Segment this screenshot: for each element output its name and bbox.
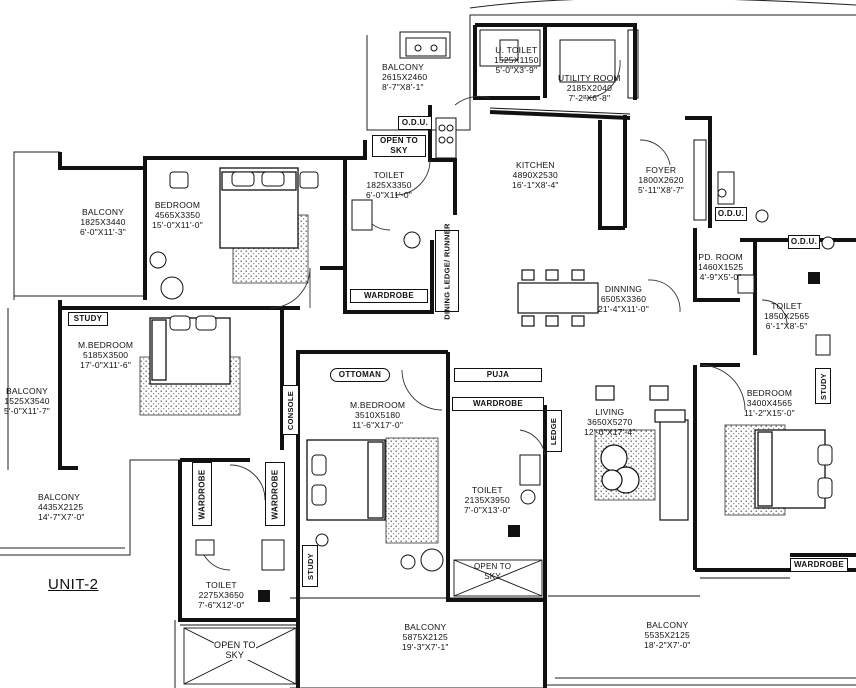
console-tag: CONSOLE bbox=[282, 385, 299, 435]
open-to-sky-top-tag: OPEN TO SKY bbox=[372, 135, 426, 157]
living-label: LIVING 3650X5270 12'-0"X17'-4" bbox=[584, 407, 636, 437]
toilet-bottom-left-label: TOILET 2275X3650 7'-6"X12'-0" bbox=[198, 580, 245, 610]
window-lines bbox=[59, 107, 790, 626]
m-bedroom-left-label: M.BEDROOM 5185X3500 17'-0"X11'-6" bbox=[78, 340, 134, 370]
open-to-sky-bottom-tag: OPEN TO SKY bbox=[214, 640, 256, 660]
wardrobe-bedroom1-tag: WARDROBE bbox=[350, 289, 428, 303]
wardrobe-vertical-1-tag: WARDROBE bbox=[192, 462, 212, 526]
counters bbox=[399, 29, 735, 221]
living-furniture bbox=[595, 385, 689, 521]
toilet-center-label: TOILET 2135X3950 7'-0"X13'-0" bbox=[464, 485, 511, 515]
unit-title: UNIT-2 bbox=[48, 576, 99, 593]
odu-right-tag-1: O.D.U. bbox=[715, 207, 747, 221]
bedroom-1-label: BEDROOM 4565X3350 15'-0"X11'-0" bbox=[152, 200, 203, 230]
dining-ledge-tag: DINING LEDGE/ RUNNER bbox=[435, 223, 459, 319]
balcony-bottom-right-label: BALCONY 5535X2125 18'-2"X7'-0" bbox=[644, 620, 691, 650]
open-to-sky-top-line1: OPEN TO bbox=[380, 136, 418, 145]
u-toilet-label: U. TOILET 1525X1150 5'-0"X3'-9" bbox=[494, 45, 539, 75]
open-to-sky-center-tag: OPEN TO SKY bbox=[474, 562, 512, 581]
dining-table bbox=[517, 269, 599, 327]
bedroom-right-label: BEDROOM 3400X4565 11'-2"X15'-0" bbox=[744, 388, 795, 418]
toilet-right-label: TOILET 1850X2565 6'-1"X8'-5" bbox=[764, 301, 810, 331]
pillows bbox=[169, 171, 833, 506]
balcony-bottom-center-label: BALCONY 5875X2125 19'-3"X7'-1" bbox=[402, 622, 449, 652]
balcony-far-left-label: BALCONY 1525X3540 5'-0"X11'-7" bbox=[4, 386, 51, 416]
kitchen-label: KITCHEN 4890X2530 16'-1"X8'-4" bbox=[512, 160, 559, 190]
odu-right-tag-2: O.D.U. bbox=[788, 235, 820, 249]
balcony-bottom-left-label: BALCONY 4435X2125 14'-7"X7'-0" bbox=[38, 492, 85, 522]
m-bedroom-center-label: M.BEDROOM 3510X5180 11'-6"X17'-0" bbox=[350, 400, 406, 430]
study-1-tag: STUDY bbox=[68, 312, 108, 326]
walls bbox=[58, 23, 856, 688]
wardrobe-vertical-2-tag: WARDROBE bbox=[265, 462, 285, 526]
toilet-1-label: TOILET 1825X3350 6'-0"X11'-0" bbox=[366, 170, 413, 200]
dinning-label: DINNING 6505X3360 21'-4"X11'-0" bbox=[598, 284, 649, 314]
ottoman-tag: OTTOMAN bbox=[330, 368, 390, 382]
balcony-top-label: BALCONY 2615X2460 8'-7"X8'-1" bbox=[382, 62, 428, 92]
odu-top-tag: O.D.U. bbox=[398, 116, 432, 130]
wardrobe-center-tag: WARDROBE bbox=[452, 397, 544, 411]
open-to-sky-top-line2: SKY bbox=[390, 146, 408, 155]
chairs bbox=[149, 251, 444, 572]
ledge-tag: LEDGE bbox=[546, 410, 562, 452]
foyer-label: FOYER 1800X2620 5'-11"X8'-7" bbox=[638, 165, 685, 195]
fixtures bbox=[195, 37, 835, 571]
pd-room-label: PD. ROOM 1460X1525 4'-9"X5'-0" bbox=[698, 252, 744, 282]
balcony-left-label: BALCONY 1825X3440 6'-0"X11'-3" bbox=[80, 207, 127, 237]
wardrobe-right-tag: WARDROBE bbox=[790, 558, 848, 572]
puja-tag: PUJA bbox=[454, 368, 542, 382]
study-2-tag: STUDY bbox=[302, 545, 318, 587]
study-3-tag: STUDY bbox=[815, 368, 831, 404]
shafts bbox=[258, 272, 820, 602]
beds bbox=[149, 167, 826, 521]
utility-room-label: UTILITY ROOM 2185X2040 7'-2"X6'-8" bbox=[558, 73, 621, 103]
